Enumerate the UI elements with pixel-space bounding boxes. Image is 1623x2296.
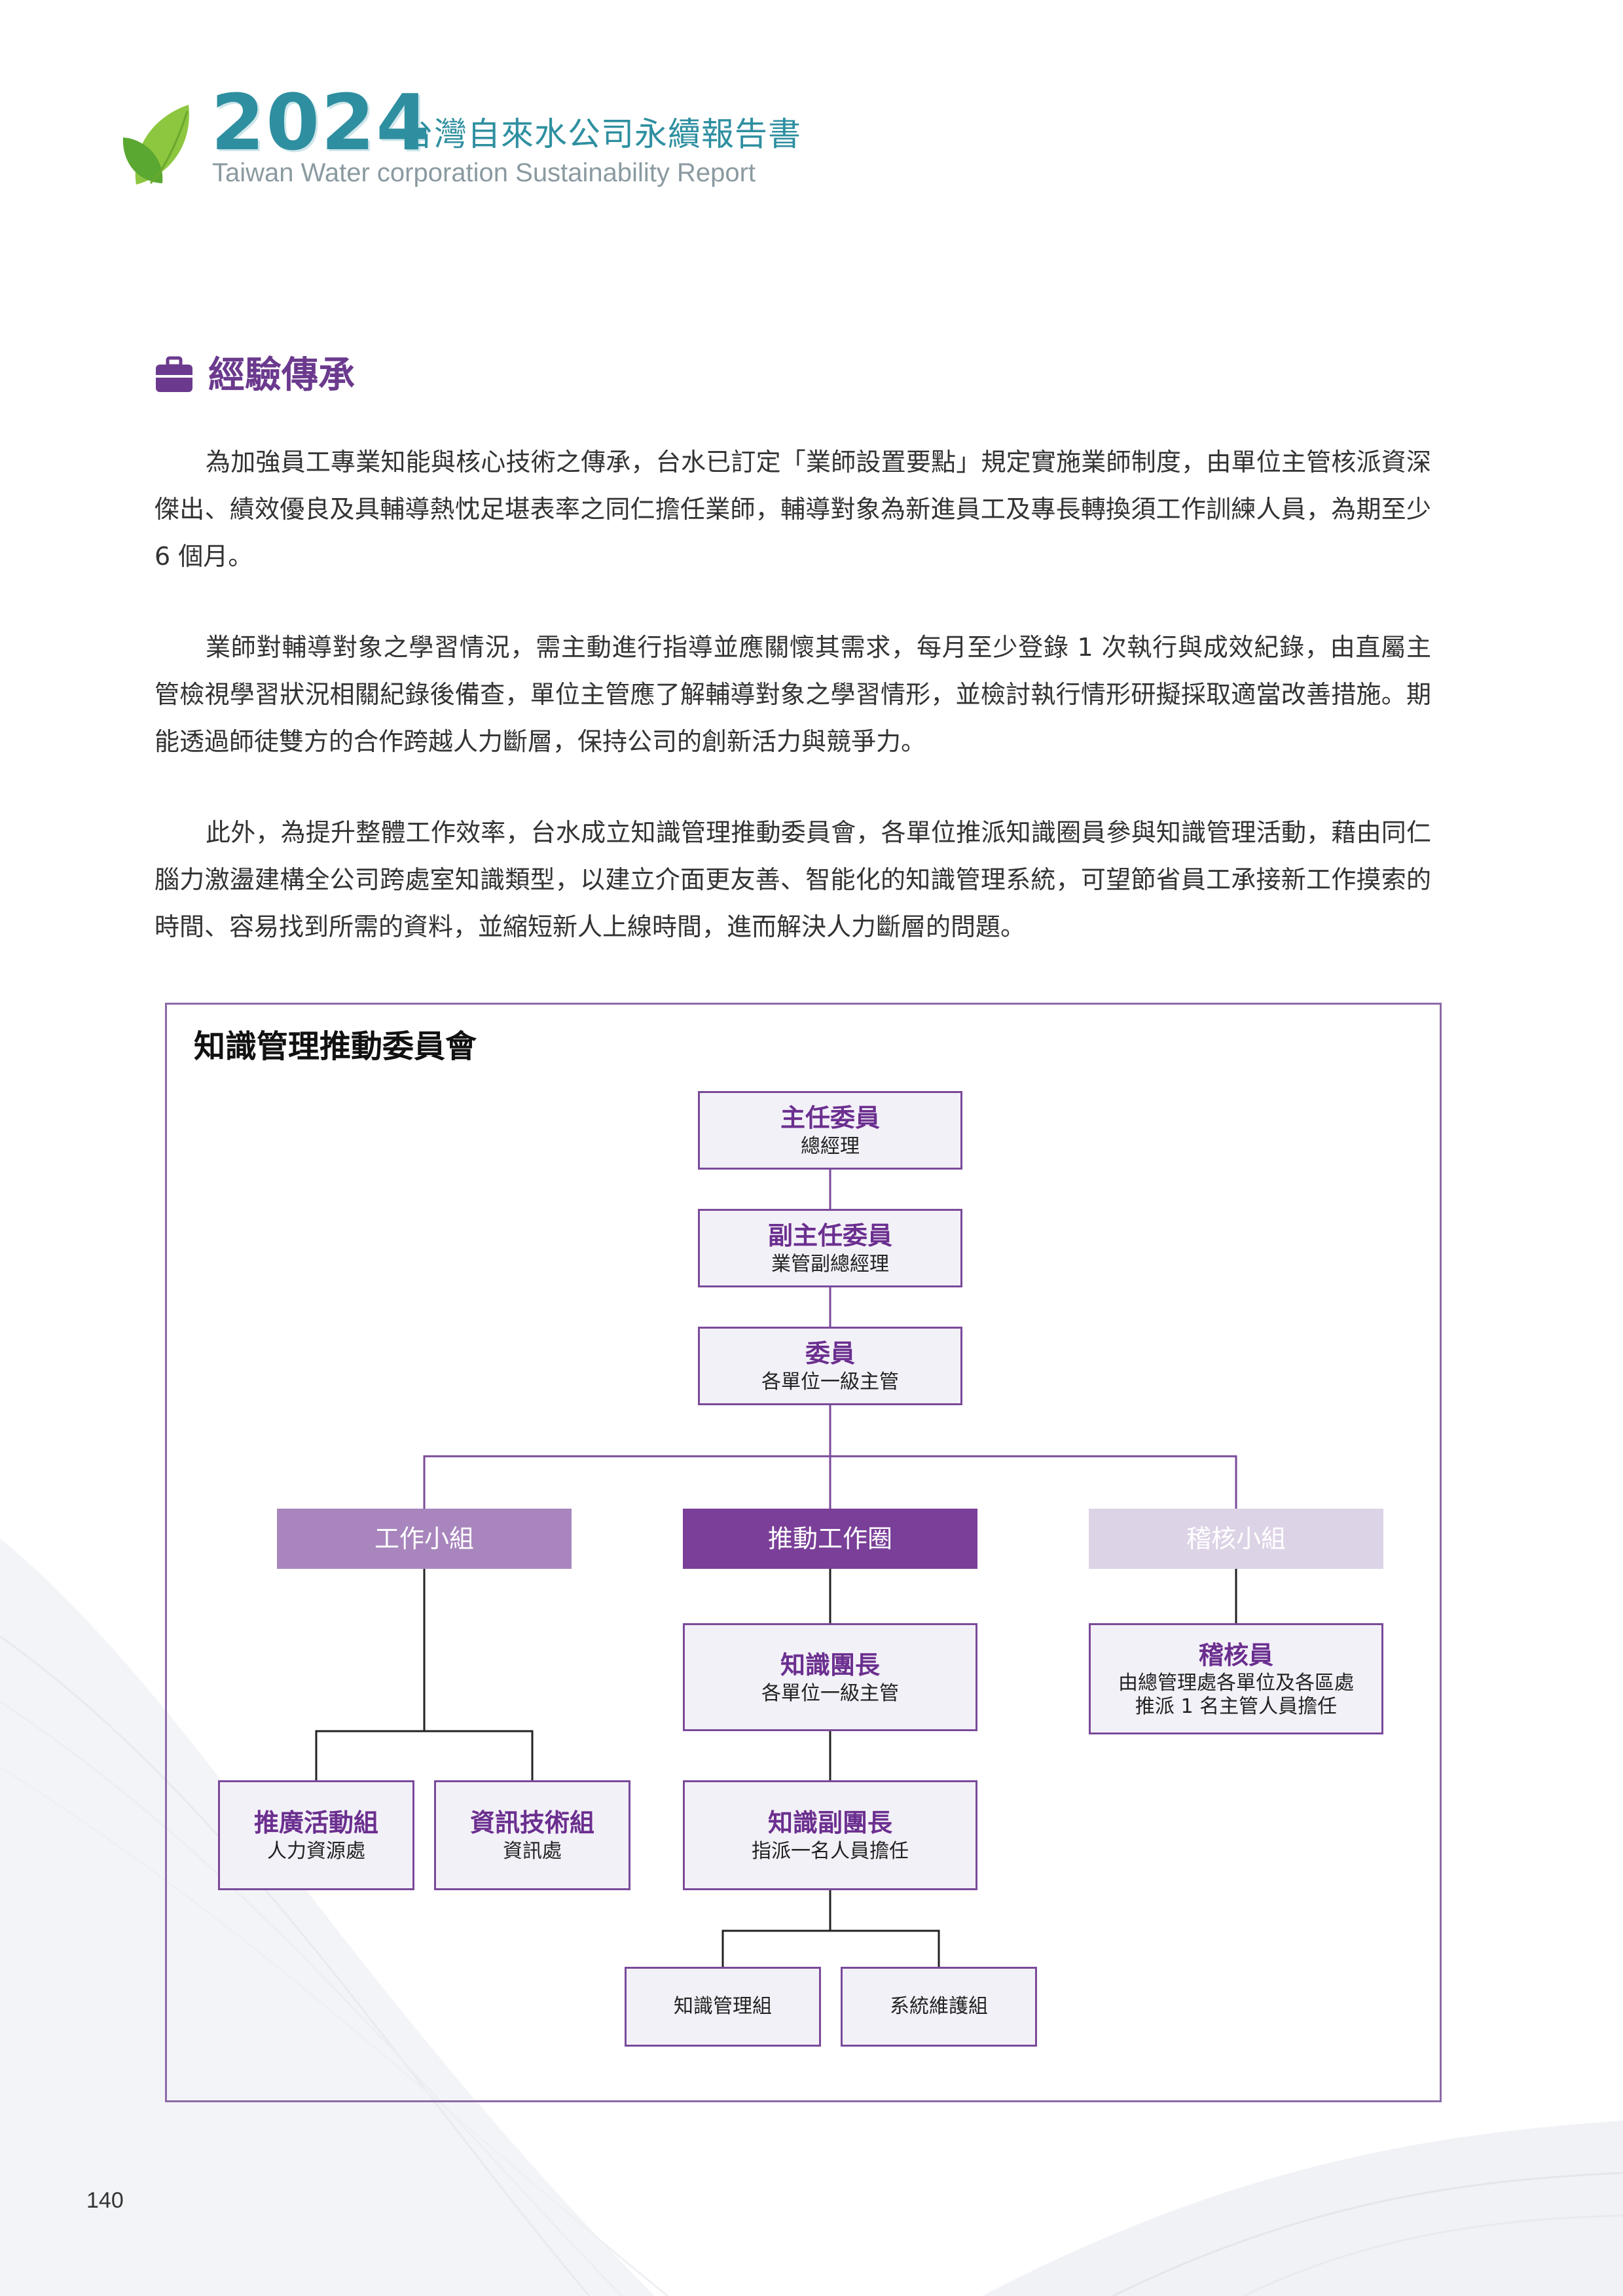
vice-chair-subtitle: 業管副總經理 — [771, 1253, 889, 1276]
promotion-activity-team-subtitle: 人力資源處 — [267, 1840, 365, 1863]
it-team-box: 資訊技術組 資訊處 — [434, 1780, 630, 1890]
circle-vice-leader-subtitle: 指派一名人員擔任 — [752, 1840, 909, 1863]
report-title: 台灣自來水公司永續報告書 — [401, 115, 801, 153]
auditor-box: 稽核員 由總管理處各單位及各區處 推派 1 名主管人員擔任 — [1089, 1623, 1383, 1734]
auditor-subtitle-line2: 推派 1 名主管人員擔任 — [1135, 1695, 1338, 1718]
promotion-circle-band: 推動工作圈 — [683, 1509, 977, 1569]
chair-title: 主任委員 — [780, 1103, 880, 1132]
circle-leader-title: 知識團長 — [780, 1650, 880, 1679]
green-leaves-icon — [122, 105, 189, 185]
system-maintenance-team-box: 系統維護組 — [841, 1967, 1037, 2047]
promotion-activity-team-box: 推廣活動組 人力資源處 — [218, 1780, 414, 1890]
circle-vice-leader-title: 知識副團長 — [767, 1808, 892, 1837]
members-subtitle: 各單位一級主管 — [761, 1371, 899, 1393]
knowledge-management-team-box: 知識管理組 — [625, 1967, 821, 2047]
it-team-title: 資訊技術組 — [469, 1808, 594, 1837]
circle-leader-box: 知識團長 各單位一級主管 — [683, 1623, 977, 1731]
promotion-activity-team-title: 推廣活動組 — [253, 1808, 378, 1837]
it-team-subtitle: 資訊處 — [503, 1840, 562, 1863]
report-subtitle: Taiwan Water corporation Sustainability … — [212, 158, 756, 187]
circle-vice-leader-box: 知識副團長 指派一名人員擔任 — [683, 1780, 977, 1890]
paragraph-mentor-duties: 業師對輔導對象之學習情況，需主動進行指導並應關懷其需求，每月至少登錄 1 次執行… — [155, 633, 1431, 756]
auditor-subtitle-line1: 由總管理處各單位及各區處 — [1118, 1672, 1354, 1695]
paragraph-knowledge-committee: 此外，為提升整體工作效率，台水成立知識管理推動委員會，各單位推派知識圈員參與知識… — [155, 818, 1431, 941]
chair-box: 主任委員 總經理 — [698, 1091, 962, 1170]
vice-chair-box: 副主任委員 業管副總經理 — [698, 1209, 962, 1287]
paragraph-mentor-system: 為加強員工專業知能與核心技術之傳承，台水已訂定「業師設置要點」規定實施業師制度，… — [155, 448, 1431, 571]
circle-leader-subtitle: 各單位一級主管 — [761, 1681, 899, 1705]
page-number: 140 — [86, 2188, 124, 2213]
chair-subtitle: 總經理 — [801, 1135, 860, 1158]
org-chart-title: 知識管理推動委員會 — [194, 1028, 477, 1065]
knowledge-management-team-label: 知識管理組 — [674, 1995, 772, 2018]
report-year: 2024 — [211, 77, 431, 168]
audit-group-band: 稽核小組 — [1089, 1509, 1383, 1569]
work-group-band: 工作小組 — [277, 1509, 572, 1569]
auditor-title: 稽核員 — [1198, 1641, 1273, 1670]
members-box: 委員 各單位一級主管 — [698, 1327, 962, 1405]
members-title: 委員 — [805, 1339, 855, 1368]
org-chart-frame — [165, 1003, 1442, 2102]
vice-chair-title: 副主任委員 — [767, 1221, 892, 1250]
briefcase-icon — [156, 356, 192, 392]
system-maintenance-team-label: 系統維護組 — [890, 1995, 988, 2018]
section-title: 經驗傳承 — [208, 354, 355, 397]
